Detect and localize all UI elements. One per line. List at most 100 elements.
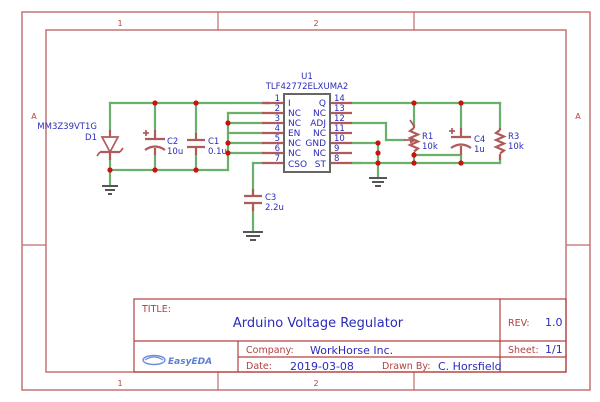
svg-text:C3: C3 <box>265 193 276 203</box>
svg-text:TLF42772ELXUMA2: TLF42772ELXUMA2 <box>265 82 349 92</box>
svg-text:1/1: 1/1 <box>545 343 563 356</box>
svg-text:U1: U1 <box>301 72 313 82</box>
svg-text:1.0: 1.0 <box>545 316 563 329</box>
ic-u1[interactable] <box>283 93 331 173</box>
svg-text:NC: NC <box>288 119 301 129</box>
zone-label-top-1: 1 <box>117 19 122 28</box>
svg-text:7: 7 <box>275 154 280 164</box>
svg-text:3: 3 <box>275 114 280 124</box>
d1-part-label: MM3Z39VT1G <box>37 122 97 132</box>
easyeda-logo: EasyEDA <box>142 354 212 367</box>
svg-text:1: 1 <box>117 379 122 388</box>
svg-text:WorkHorse Inc.: WorkHorse Inc. <box>310 344 393 357</box>
svg-text:5: 5 <box>275 134 280 144</box>
component-c1-capacitor[interactable] <box>187 133 205 155</box>
svg-text:CSO: CSO <box>288 160 307 170</box>
svg-text:Q: Q <box>319 99 326 109</box>
svg-text:NC: NC <box>288 109 301 119</box>
ic-left-pin-numbers: 1 2 3 4 5 6 7 <box>275 94 280 164</box>
svg-text:2: 2 <box>275 104 280 114</box>
component-d1-zener-diode[interactable] <box>96 130 124 160</box>
ground-symbol-ic <box>369 177 387 187</box>
title-block-sheet-key: Sheet: <box>508 345 539 356</box>
svg-text:8: 8 <box>334 154 339 164</box>
svg-text:R1: R1 <box>422 132 433 142</box>
svg-text:Drawn By:: Drawn By: <box>382 361 431 372</box>
svg-text:10k: 10k <box>508 142 524 152</box>
svg-text:13: 13 <box>334 104 345 114</box>
svg-text:C. Horsfield: C. Horsfield <box>438 360 502 373</box>
component-r1-potentiometer[interactable] <box>404 119 421 155</box>
svg-text:NC: NC <box>288 139 301 149</box>
ground-symbol-c3 <box>243 231 263 241</box>
c1-ref-label: C1 <box>208 137 219 147</box>
svg-text:EasyEDA: EasyEDA <box>168 357 212 367</box>
zone-label-left-a: A <box>31 112 37 121</box>
svg-text:2: 2 <box>313 19 318 28</box>
svg-text:1: 1 <box>117 19 122 28</box>
component-c4-capacitor[interactable] <box>449 128 472 155</box>
svg-text:1u: 1u <box>474 145 485 155</box>
svg-text:I: I <box>288 99 291 109</box>
title-block-rev-value: 1.0 <box>545 316 563 329</box>
svg-text:EN: EN <box>288 129 300 139</box>
component-c3-capacitor[interactable] <box>244 189 262 211</box>
svg-text:2019-03-08: 2019-03-08 <box>290 360 354 373</box>
title-block-date-value: 2019-03-08 <box>290 360 354 373</box>
r3-ref-label: R3 <box>508 132 519 142</box>
title-block <box>133 298 567 373</box>
svg-text:A: A <box>575 112 581 121</box>
ic-part-label: TLF42772ELXUMA2 <box>265 82 349 92</box>
d1-ref-label: D1 <box>85 133 97 143</box>
svg-text:A: A <box>31 112 37 121</box>
svg-text:R3: R3 <box>508 132 519 142</box>
ic-right-pin-names: Q NC ADJ NC GND NC ST <box>305 99 326 170</box>
svg-text:4: 4 <box>275 124 280 134</box>
ground-symbol-d1 <box>102 185 118 195</box>
svg-text:TITLE:: TITLE: <box>141 304 171 315</box>
title-block-date-key: Date: <box>246 361 272 372</box>
component-r3-resistor[interactable] <box>493 128 507 160</box>
svg-text:10k: 10k <box>422 142 438 152</box>
svg-text:ST: ST <box>315 160 327 170</box>
svg-text:6: 6 <box>275 144 280 154</box>
c2-value-label: 10u <box>167 147 183 157</box>
svg-text:10u: 10u <box>167 147 183 157</box>
title-block-company-key: Company: <box>246 345 294 356</box>
c3-ref-label: C3 <box>265 193 276 203</box>
svg-text:Arduino Voltage Regulator: Arduino Voltage Regulator <box>233 316 404 331</box>
svg-text:9: 9 <box>334 144 339 154</box>
c4-value-label: 1u <box>474 145 485 155</box>
title-block-title-value: Arduino Voltage Regulator <box>233 316 404 331</box>
svg-text:NC: NC <box>288 149 301 159</box>
svg-text:2: 2 <box>313 379 318 388</box>
title-block-drawn-key: Drawn By: <box>382 361 431 372</box>
svg-text:REV:: REV: <box>508 318 530 329</box>
zone-label-bottom-1: 1 <box>117 379 122 388</box>
zone-label-top-2: 2 <box>313 19 318 28</box>
title-block-drawn-value: C. Horsfield <box>438 360 502 373</box>
svg-text:0.1u: 0.1u <box>208 147 227 157</box>
svg-text:10: 10 <box>334 134 345 144</box>
svg-text:NC: NC <box>313 149 326 159</box>
title-block-company-value: WorkHorse Inc. <box>310 344 393 357</box>
c1-value-label: 0.1u <box>208 147 227 157</box>
svg-text:NC: NC <box>313 109 326 119</box>
component-c2-capacitor[interactable] <box>143 130 166 155</box>
svg-text:Sheet:: Sheet: <box>508 345 539 356</box>
svg-text:NC: NC <box>313 129 326 139</box>
svg-text:GND: GND <box>305 139 326 149</box>
r3-value-label: 10k <box>508 142 524 152</box>
zone-label-bottom-2: 2 <box>313 379 318 388</box>
svg-text:C1: C1 <box>208 137 219 147</box>
svg-text:2.2u: 2.2u <box>265 203 284 213</box>
zone-label-right-a: A <box>575 112 581 121</box>
c3-value-label: 2.2u <box>265 203 284 213</box>
title-block-rev-key: REV: <box>508 318 530 329</box>
net-junctions <box>107 100 464 173</box>
ic-pin-lines <box>262 101 352 165</box>
ic-left-pin-names: I NC NC EN NC NC CSO <box>288 99 307 170</box>
svg-text:1: 1 <box>275 94 280 104</box>
